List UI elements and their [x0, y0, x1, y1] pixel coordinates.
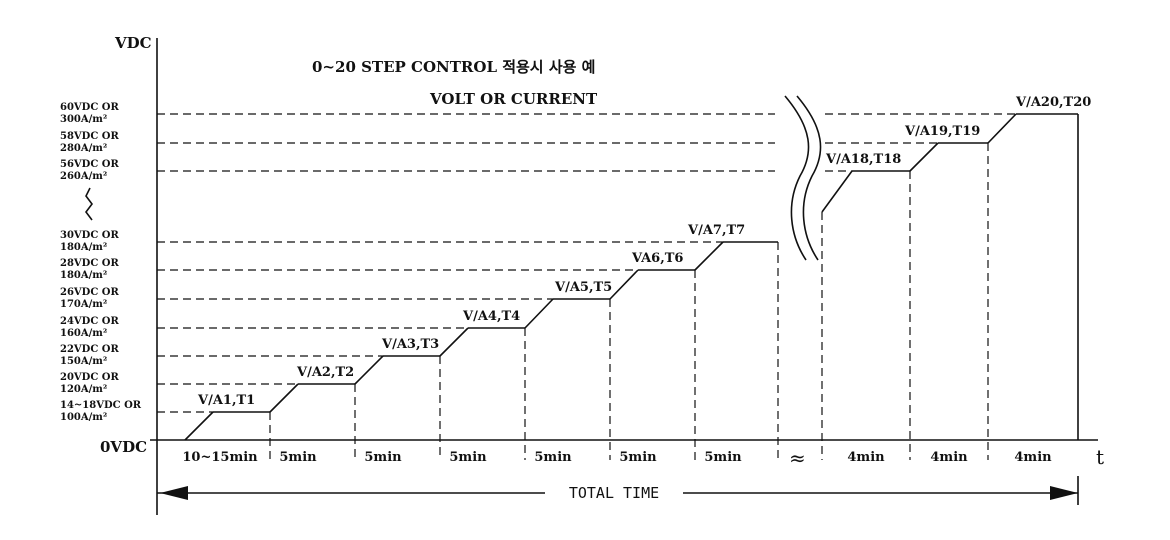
- duration-label-10: 4min: [1014, 450, 1052, 465]
- profile-ramp-6: [609, 269, 639, 300]
- step-label-2: V/A2,T2: [296, 365, 354, 380]
- step-label-5: V/A5,T5: [554, 280, 612, 295]
- step-label-9: V/A19,T19: [904, 124, 980, 139]
- step-label-7: V/A7,T7: [687, 223, 745, 238]
- level-label-7-line1: 30VDC OR: [60, 230, 119, 241]
- duration-label-2: 5min: [279, 450, 317, 465]
- profile-ramp-4: [439, 327, 469, 357]
- level-label-1-line2: 100A/m²: [60, 412, 107, 423]
- diagram-title: 0~20 STEP CONTROL 적용시 사용 예: [312, 58, 595, 76]
- level-label-3-line2: 150A/m²: [60, 356, 107, 367]
- step-label-10: V/A20,T20: [1015, 95, 1091, 110]
- step-label-6: VA6,T6: [631, 251, 683, 266]
- duration-label-7: 5min: [704, 450, 742, 465]
- level-label-2-line1: 20VDC OR: [60, 372, 119, 383]
- duration-label-1: 10~15min: [182, 450, 258, 465]
- level-label-7-line2: 180A/m²: [60, 242, 107, 253]
- duration-label-5: 5min: [534, 450, 572, 465]
- total-time-label: TOTAL TIME: [569, 484, 659, 502]
- level-label-10-line1: 60VDC OR: [60, 102, 119, 113]
- level-label-1-line1: 14~18VDC OR: [60, 400, 142, 411]
- step-label-4: V/A4,T4: [462, 309, 520, 324]
- duration-label-4: 5min: [449, 450, 487, 465]
- profile-ramp-5: [524, 298, 554, 329]
- level-label-3-line1: 22VDC OR: [60, 344, 119, 355]
- total-time-arrow-right-icon: [1050, 486, 1078, 500]
- break-wave-right: [796, 95, 822, 261]
- step-label-1: V/A1,T1: [197, 393, 255, 408]
- time-break-symbol: ≈: [789, 446, 806, 470]
- profile-ramp-2: [269, 383, 299, 413]
- level-label-2-line2: 120A/m²: [60, 384, 107, 395]
- level-label-4-line2: 160A/m²: [60, 328, 107, 339]
- level-label-9-line2: 280A/m²: [60, 143, 107, 154]
- step-label-3: V/A3,T3: [381, 337, 439, 352]
- level-label-6-line1: 28VDC OR: [60, 258, 119, 269]
- level-label-8-line1: 56VDC OR: [60, 159, 119, 170]
- duration-label-9: 4min: [930, 450, 968, 465]
- profile-ramp-9: [909, 142, 939, 172]
- break-wave-left: [784, 95, 810, 261]
- profile-ramp-3: [354, 355, 384, 385]
- step-label-8: V/A18,T18: [825, 152, 901, 167]
- profile-ramp-10: [987, 113, 1017, 144]
- profile-ramp-8: [821, 170, 853, 213]
- level-label-5-line1: 26VDC OR: [60, 287, 119, 298]
- level-label-4-line1: 24VDC OR: [60, 316, 119, 327]
- x-axis-label: t: [1096, 445, 1104, 469]
- level-label-9-line1: 58VDC OR: [60, 131, 119, 142]
- level-label-5-line2: 170A/m²: [60, 299, 107, 310]
- diagram-subtitle: VOLT OR CURRENT: [429, 90, 598, 108]
- level-label-6-line2: 180A/m²: [60, 270, 107, 281]
- duration-label-3: 5min: [364, 450, 402, 465]
- duration-label-8: 4min: [847, 450, 885, 465]
- level-label-8-line2: 260A/m²: [60, 171, 107, 182]
- total-time-arrow-left-icon: [160, 486, 188, 500]
- y-axis-label: VDC: [114, 34, 152, 52]
- profile-ramp-1: [184, 411, 214, 441]
- profile-ramp-7: [694, 241, 724, 271]
- zero-label: 0VDC: [100, 438, 147, 456]
- axis-break-squiggle-icon: [85, 187, 93, 221]
- level-label-10-line2: 300A/m²: [60, 114, 107, 125]
- duration-label-6: 5min: [619, 450, 657, 465]
